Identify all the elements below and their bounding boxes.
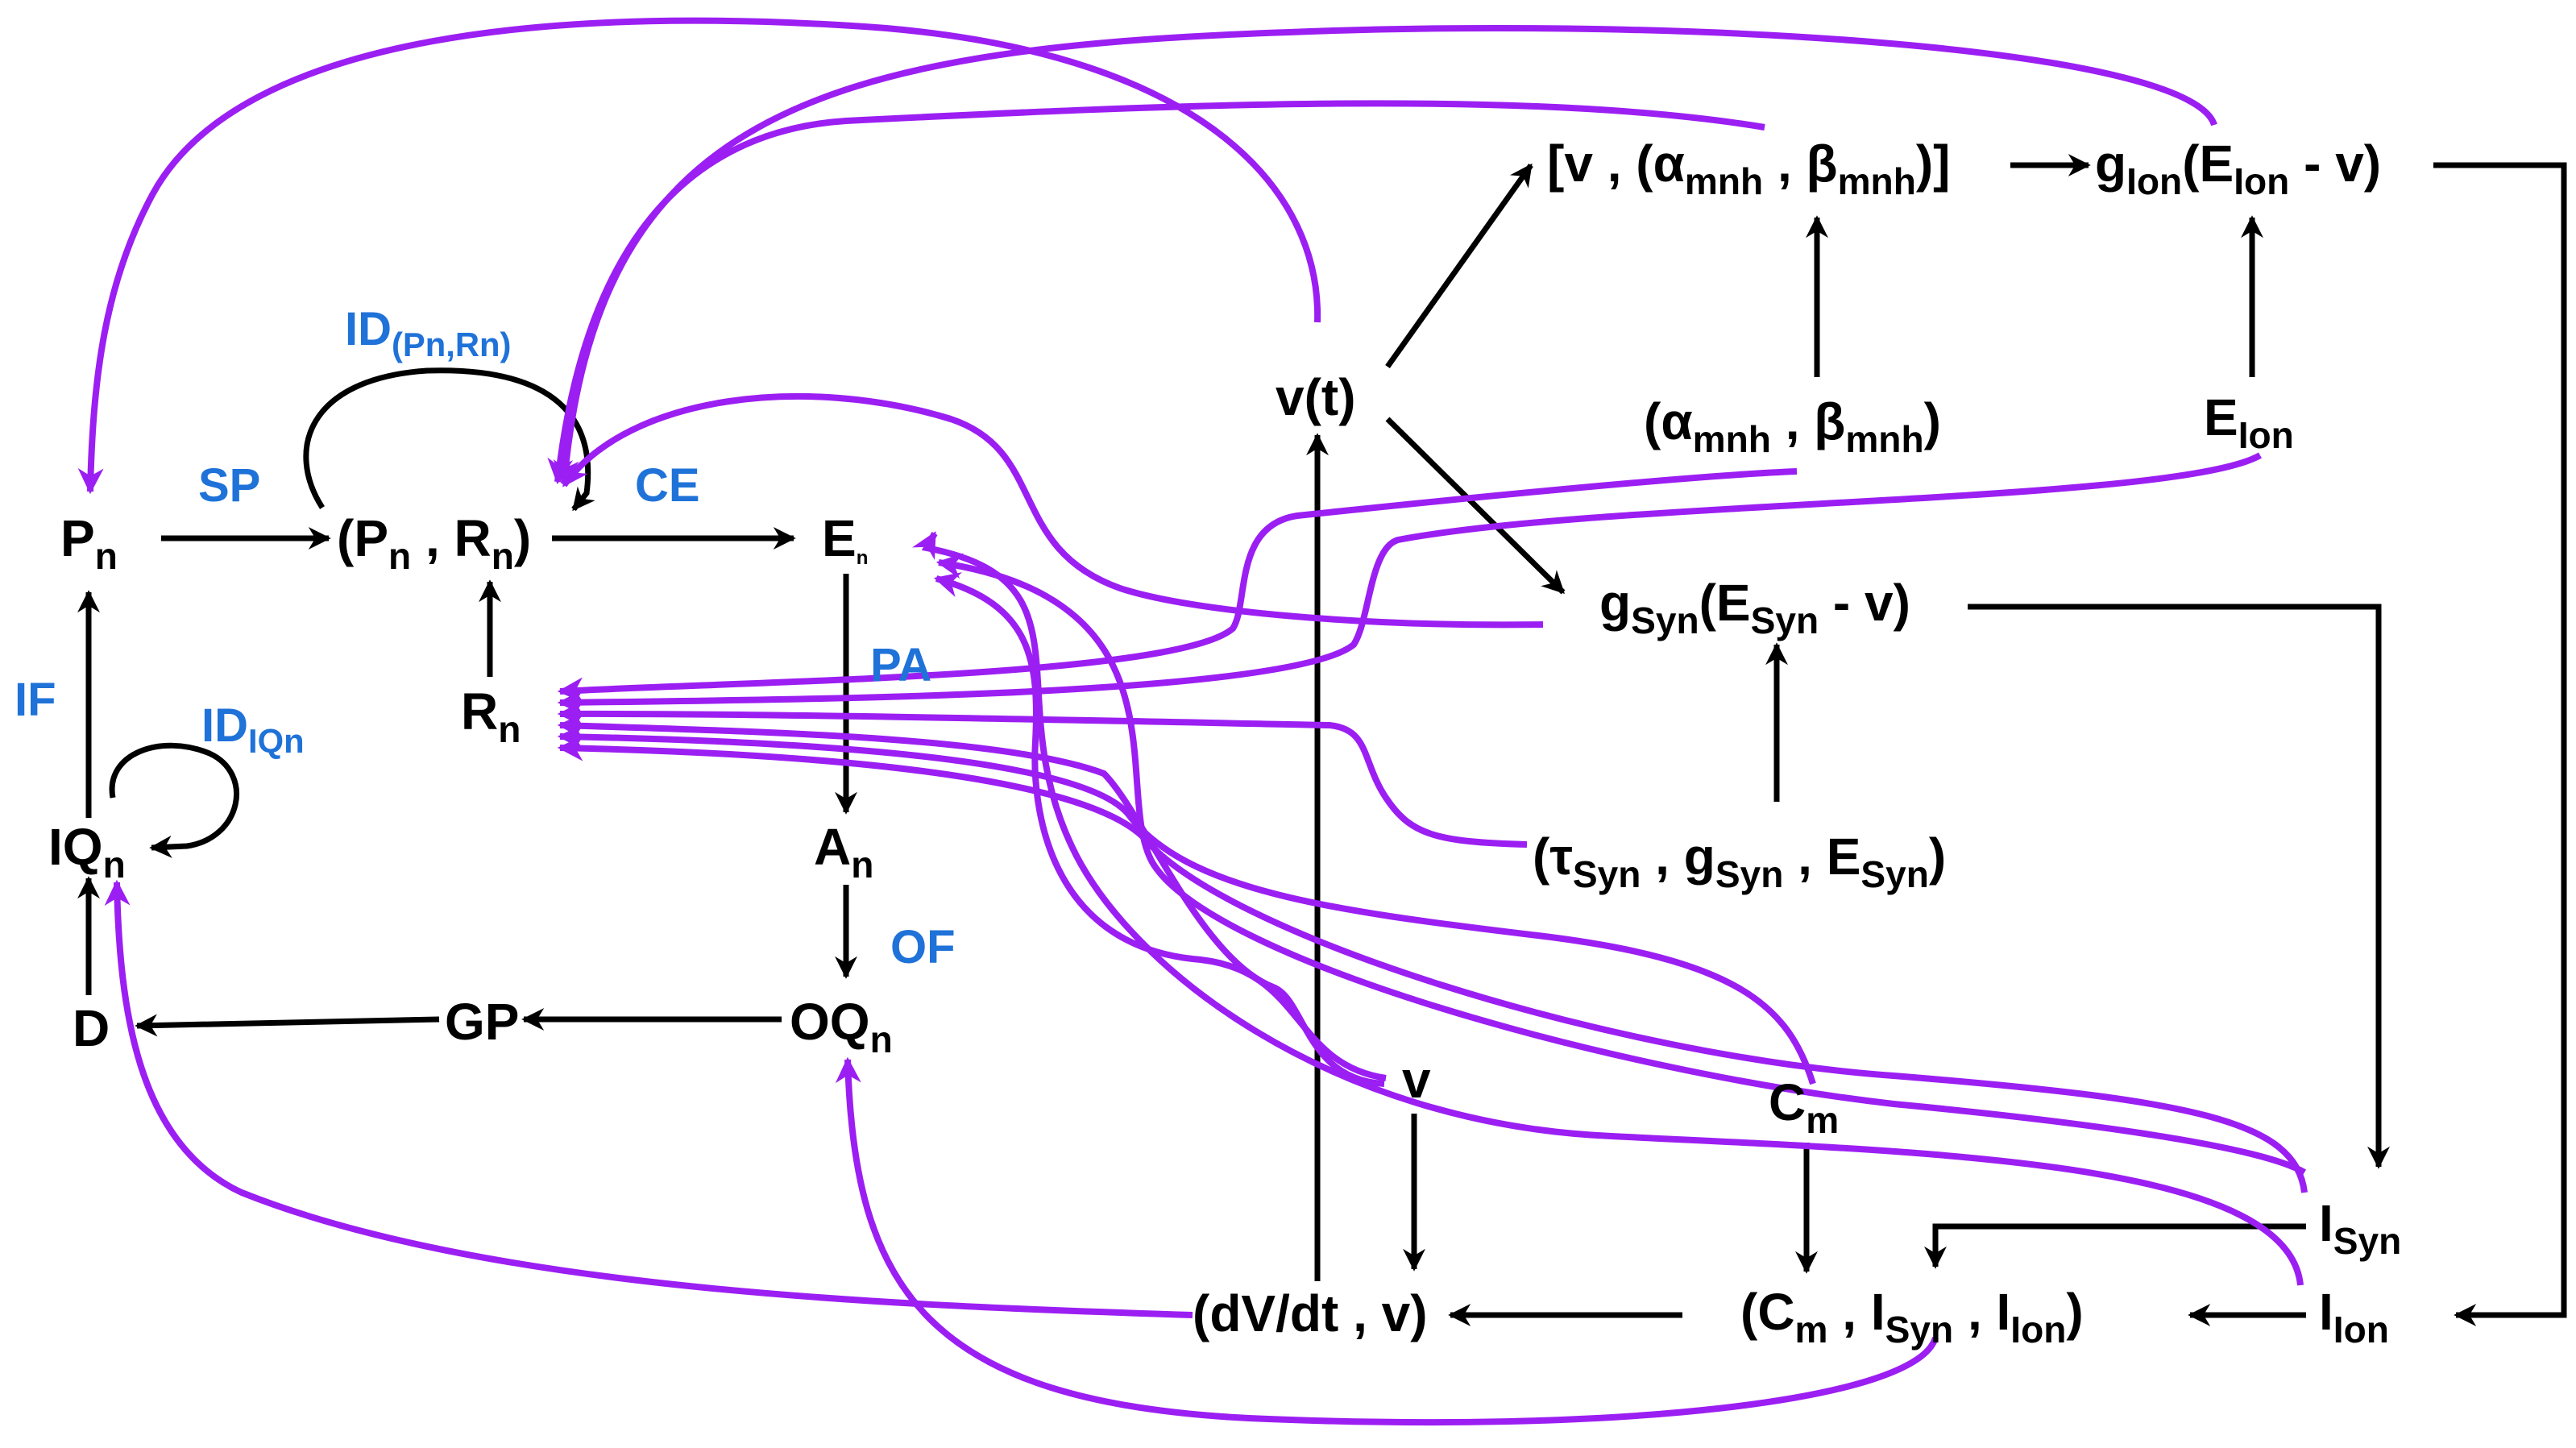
label-id-pnrn: ID(Pn,Rn)	[345, 303, 511, 363]
node-rn: Rn	[461, 683, 521, 750]
node-v-alpha-beta: [v , (αmnh , βmnh)]	[1547, 135, 1950, 202]
arrow-vt-to-gsyn	[1385, 417, 1566, 595]
label-ce: CE	[635, 459, 700, 512]
purple-dvdt-to-iqn	[104, 879, 1193, 1318]
node-dvdt-v: (dV/dt , v)	[1193, 1284, 1428, 1342]
loop-id-pnrn	[303, 367, 595, 512]
node-vt: v(t)	[1276, 368, 1356, 426]
node-i-ion: IIon	[2319, 1283, 2389, 1350]
arrow-gion-to-iion	[2433, 162, 2567, 1326]
node-d: D	[73, 999, 110, 1057]
arrow-gsyn-to-isyn	[1968, 604, 2390, 1169]
node-oqn: OQn	[790, 993, 893, 1060]
process-labels: SP CE IF PA OF ID(Pn,Rn) IDIQn	[15, 303, 956, 973]
black-arrows	[77, 154, 2567, 1326]
purple-combo-to-oqn	[835, 1056, 1939, 1426]
nodes: Pn (Pn , Rn) Rn En An OQn GP D IQn v(t) …	[48, 135, 2401, 1350]
label-if: IF	[15, 674, 56, 726]
node-pn-rn: (Pn , Rn)	[337, 509, 531, 577]
purple-vt-to-pn	[77, 17, 1321, 495]
arrow-gp-to-d	[135, 1014, 440, 1037]
purple-isyn-to-rn	[557, 735, 2308, 1193]
node-g-ion: gIon(EIon - v)	[2095, 135, 2381, 202]
purple-iion-to-en	[912, 531, 2304, 1286]
node-en: En	[822, 509, 868, 569]
purple-arrows	[77, 17, 2308, 1426]
label-of: OF	[890, 921, 956, 973]
purple-gsyn-to-pnrn	[561, 392, 1544, 629]
purple-isyn-to-en	[935, 553, 2307, 1176]
node-g-syn: gSyn(ESyn - v)	[1599, 574, 1910, 641]
purple-cm-to-rn	[557, 724, 1816, 1085]
node-cm: Cm	[1769, 1073, 1839, 1141]
node-cm-isyn-iion: (Cm , ISyn , IIon)	[1740, 1283, 2084, 1350]
arrow-isyn-to-combo	[1924, 1223, 2306, 1269]
node-alpha-beta: (αmnh , βmnh)	[1644, 392, 1941, 460]
node-gp: GP	[445, 993, 519, 1051]
node-an: An	[814, 818, 873, 886]
purple-eion-to-rn	[557, 452, 2262, 716]
purple-ab-to-rn	[557, 468, 1798, 703]
arrow-vt-to-vab	[1385, 163, 1533, 369]
label-sp: SP	[198, 459, 260, 512]
node-i-syn: ISyn	[2319, 1194, 2401, 1262]
label-id-iqn: IDIQn	[201, 699, 305, 760]
node-iqn: IQn	[48, 818, 126, 886]
node-pn: Pn	[60, 509, 118, 577]
loop-id-iqn	[109, 742, 239, 858]
node-syn-params: (τSyn , gSyn , ESyn)	[1533, 828, 1946, 895]
node-v: v	[1402, 1051, 1431, 1109]
purple-v-to-en	[933, 572, 1387, 1081]
node-e-ion: EIon	[2204, 388, 2294, 456]
purple-gion-to-pnrn	[553, 24, 2217, 487]
label-pa: PA	[870, 639, 931, 691]
purple-params-to-rn	[557, 700, 1528, 848]
